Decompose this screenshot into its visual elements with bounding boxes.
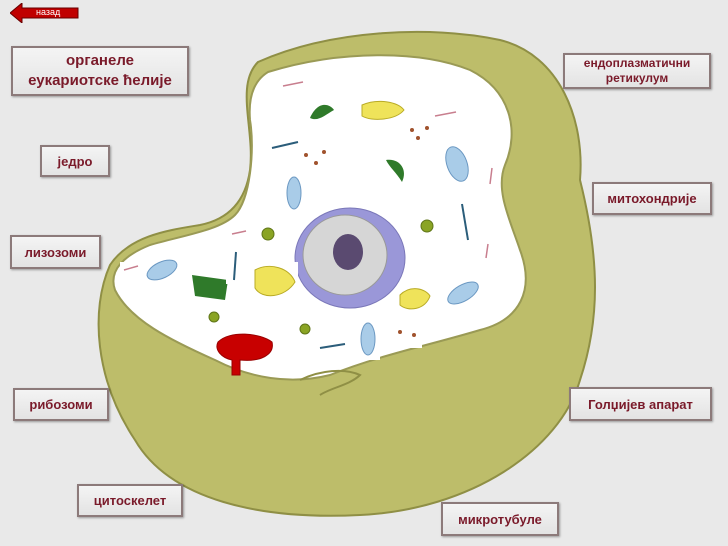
- label-mitochondria-text: митохондрије: [607, 191, 697, 206]
- golgi-apparatus: [250, 98, 432, 315]
- label-nucleus[interactable]: једро: [40, 145, 110, 177]
- label-nucleus-text: једро: [57, 153, 93, 169]
- cytoskeleton: [226, 136, 479, 358]
- mitochondria: [142, 143, 484, 360]
- title-line1: органеле: [66, 52, 134, 69]
- ribosomes: [296, 120, 434, 348]
- label-golgi-text: Голџијев апарат: [588, 396, 693, 412]
- label-microtubules[interactable]: микротубуле: [441, 502, 559, 536]
- label-er-line2: ретикулум: [605, 71, 669, 85]
- label-endoplasmic-reticulum[interactable]: ендоплазматични ретикулум: [563, 53, 711, 89]
- label-mitochondria[interactable]: митохондрије: [592, 182, 712, 215]
- label-golgi[interactable]: Голџијев апарат: [569, 387, 712, 421]
- rough-er: [216, 333, 273, 376]
- back-label: назад: [36, 7, 61, 17]
- nucleolus: [333, 234, 363, 270]
- label-cytoskeleton-text: цитоскелет: [93, 493, 167, 508]
- label-microtubules-text: микротубуле: [458, 511, 542, 527]
- label-er-line1: ендоплазматични: [583, 56, 691, 70]
- title-line2: еукариотске ћелије: [28, 72, 172, 89]
- label-ribosomes-text: рибозоми: [29, 397, 93, 412]
- back-button[interactable]: назад: [9, 1, 80, 25]
- title-box: органеле еукариотске ћелије: [11, 46, 189, 96]
- label-ribosomes[interactable]: рибозоми: [13, 388, 109, 421]
- label-lysosomes-text: лизозоми: [24, 244, 87, 260]
- back-arrow-icon: [9, 1, 79, 25]
- microtubules: [120, 78, 500, 276]
- label-lysosomes[interactable]: лизозоми: [10, 235, 101, 269]
- lysosomes: [206, 216, 438, 338]
- label-cytoskeleton[interactable]: цитоскелет: [77, 484, 183, 517]
- endoplasmic-reticulum: [188, 96, 412, 306]
